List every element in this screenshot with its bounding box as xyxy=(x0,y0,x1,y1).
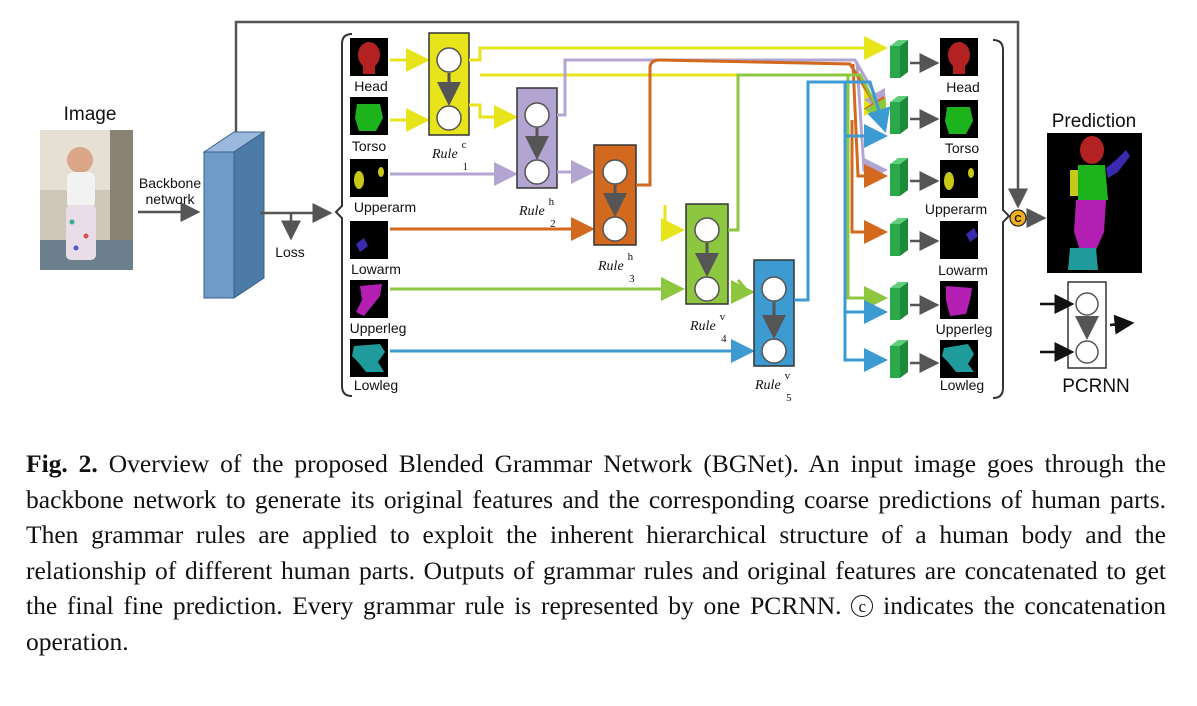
svg-text:C: C xyxy=(1014,214,1021,225)
caption-text-end: indicates the concatenation operation. xyxy=(26,591,1167,656)
input-mask-upperarm xyxy=(350,159,388,197)
backbone-label-line2: network xyxy=(145,191,195,207)
backbone-block xyxy=(202,131,266,299)
rule-3-label: Rule h 3 xyxy=(597,247,637,285)
input-mask-lowarm xyxy=(350,221,388,259)
input-label-lowarm: Lowarm xyxy=(351,261,401,277)
input-label-upperarm: Upperarm xyxy=(354,199,416,215)
concat-symbol: C xyxy=(1009,209,1027,227)
input-mask-upperleg xyxy=(350,280,388,318)
rule-2-block xyxy=(516,87,558,189)
prediction-label: Prediction xyxy=(1052,111,1137,132)
rule-1-block xyxy=(428,32,470,136)
loss-label: Loss xyxy=(275,244,305,260)
input-label-upperleg: Upperleg xyxy=(350,320,407,336)
rule-4-block xyxy=(685,203,729,305)
rule-5-block xyxy=(753,259,795,367)
rule-5-label: Rule v 5 xyxy=(754,366,794,404)
output-mask-head xyxy=(940,38,978,76)
input-mask-head xyxy=(350,38,388,76)
input-photo xyxy=(40,130,133,270)
input-label-head: Head xyxy=(354,78,387,94)
conv-blocks xyxy=(890,40,908,378)
rule-3-block xyxy=(593,144,637,246)
input-label-lowleg: Lowleg xyxy=(354,377,398,393)
output-label-upperarm: Upperarm xyxy=(925,201,987,217)
input-label-torso: Torso xyxy=(352,138,386,154)
rule-1-label: Rule c 1 xyxy=(431,135,471,173)
rule-2-label: Rule h 2 xyxy=(518,192,558,230)
concat-symbol-inline: c xyxy=(851,595,874,617)
caption-text: Overview of the proposed Blended Grammar… xyxy=(26,449,1166,620)
output-label-lowleg: Lowleg xyxy=(940,377,984,393)
input-mask-lowleg xyxy=(350,339,388,377)
image-label: Image xyxy=(64,104,117,125)
output-label-torso: Torso xyxy=(945,140,979,156)
backbone-label-line1: Backbone xyxy=(139,175,201,191)
output-mask-upperarm xyxy=(940,160,978,198)
output-mask-lowleg xyxy=(940,340,978,378)
output-label-upperleg: Upperleg xyxy=(936,321,993,337)
output-mask-torso xyxy=(940,100,978,138)
prediction-image xyxy=(1047,133,1142,273)
output-label-head: Head xyxy=(946,79,979,95)
output-label-lowarm: Lowarm xyxy=(938,262,988,278)
pcrnn-legend xyxy=(1040,281,1135,369)
pcrnn-label: PCRNN xyxy=(1062,376,1130,397)
output-mask-upperleg xyxy=(940,281,978,319)
rule-4-label: Rule v 4 xyxy=(689,307,729,345)
input-mask-torso xyxy=(350,97,388,135)
figure-caption: Fig. 2. Overview of the proposed Blended… xyxy=(26,446,1166,659)
bgnet-diagram: Image Backbone network Loss Head Torso xyxy=(40,20,1142,404)
caption-label: Fig. 2. xyxy=(26,449,98,478)
output-mask-lowarm xyxy=(940,221,978,259)
